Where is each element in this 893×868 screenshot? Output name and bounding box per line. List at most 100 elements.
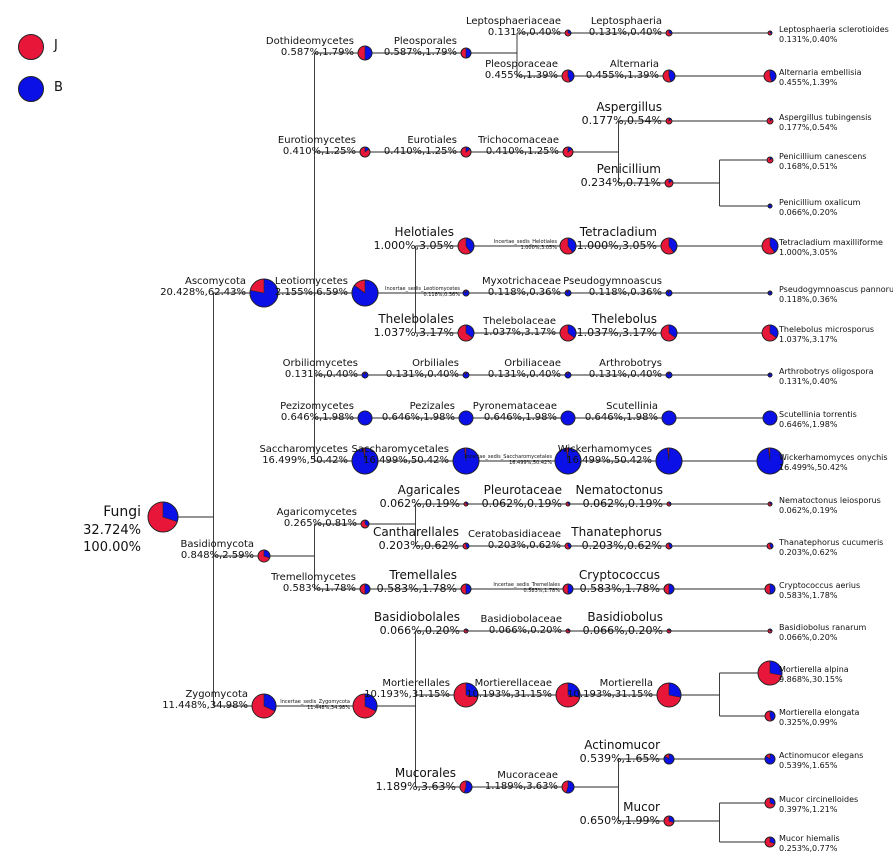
incertae_saccharomycetales-values: 16.499%,50.42% <box>509 460 552 466</box>
pezizales-pie-b <box>458 410 474 426</box>
mucoraceae-name: Mucoraceae <box>497 770 558 781</box>
basidiomycota-values: 0.848%,2.59% <box>181 550 254 561</box>
pleurotaceae-name: Pleurotaceae <box>484 483 562 497</box>
thelebolaceae-name: Thelebolaceae <box>482 316 556 327</box>
basidiobolus-values: 0.066%,0.20% <box>583 624 663 637</box>
cryptococcus-values: 0.583%,1.78% <box>580 582 660 595</box>
orbiliaceae-name: Orbiliaceae <box>504 358 561 369</box>
dothideomycetes-values: 0.587%,1.79% <box>281 47 354 58</box>
thanatephorus-values: 0.203%,0.62% <box>582 539 662 552</box>
arthrobotrys-values: 0.131%,0.40% <box>589 369 662 380</box>
thanatephorus-name: Thanatephorus <box>570 525 662 539</box>
thelebolus-values: 1.037%,3.17% <box>577 326 657 339</box>
aspergillus_sp-values: 0.177%,0.54% <box>779 123 838 132</box>
arthrobotrys_sp-values: 0.131%,0.40% <box>779 377 838 386</box>
leptosphaeria_sp-values: 0.131%,0.40% <box>779 35 838 44</box>
myxotrichaceae-values: 0.118%,0.36% <box>488 287 561 298</box>
penicillium-values: 0.234%,0.71% <box>581 176 661 189</box>
agaricales-name: Agaricales <box>398 483 460 497</box>
mucor_hie-values: 0.253%,0.77% <box>779 844 838 853</box>
penicillium-name: Penicillium <box>597 162 661 176</box>
zygomycota-values: 11.448%,34.98% <box>162 700 248 711</box>
trichocomaceae-values: 0.410%,1.25% <box>486 146 559 157</box>
pyronemataceae-pie-b <box>560 410 576 426</box>
basidiobolaceae-name: Basidiobolaceae <box>480 614 562 625</box>
thanatephorus_sp-values: 0.203%,0.62% <box>779 548 838 557</box>
tremellales-name: Tremellales <box>388 568 457 582</box>
aspergillus-name: Aspergillus <box>596 100 662 114</box>
penicillium_can-values: 0.168%,0.51% <box>779 162 838 171</box>
mucor-name: Mucor <box>623 800 660 814</box>
actinomucor-values: 0.539%,1.65% <box>580 752 660 765</box>
tremellales-pie-b <box>465 583 472 595</box>
penicillium_oxa-name: Penicillium oxalicum <box>779 198 861 207</box>
alternaria_sp-values: 0.455%,1.39% <box>779 78 838 87</box>
myxotrichaceae-name: Myxotrichaceae <box>482 276 561 287</box>
actinomucor_sp-values: 0.539%,1.65% <box>779 761 838 770</box>
wickerhamomyces-values: 16.499%,50.42% <box>566 455 652 466</box>
dothideomycetes-name: Dothideomycetes <box>266 36 354 47</box>
tetracladium_sp-name: Tetracladium maxilliforme <box>778 238 883 247</box>
fungi-value-1: 32.724% <box>83 523 141 538</box>
legend-swatch-b <box>18 76 44 102</box>
leptosphaeria-values: 0.131%,0.40% <box>589 27 662 38</box>
saccharomycetes-values: 16.499%,50.42% <box>262 455 348 466</box>
pseudogymnoascus-name: Pseudogymnoascus <box>563 276 662 287</box>
tetracladium_sp-values: 1.000%,3.05% <box>779 248 838 257</box>
thanatephorus_sp-name: Thanatephorus cucumeris <box>778 538 883 547</box>
agaricomycetes-name: Agaricomycetes <box>277 507 357 518</box>
pezizomycetes-pie-b <box>357 410 373 426</box>
pezizomycetes-values: 0.646%,1.98% <box>281 412 354 423</box>
nematoctonus-values: 0.062%,0.19% <box>583 497 663 510</box>
incertae_zygomycota-values: 11.448%,34.98% <box>307 705 350 711</box>
wickerhamomyces_sp-values: 16.499%,50.42% <box>779 463 848 472</box>
mucorales-values: 1.189%,3.63% <box>376 780 456 793</box>
pezizales-values: 0.646%,1.98% <box>382 412 455 423</box>
leptosphaeriaceae-values: 0.131%,0.40% <box>488 27 561 38</box>
mortierella-pie-b <box>668 682 682 698</box>
pleosporaceae-name: Pleosporaceae <box>485 59 558 70</box>
ceratobasidiaceae-name: Ceratobasidiaceae <box>468 529 561 540</box>
mortierella_elo-name: Mortierella elongata <box>779 708 860 717</box>
mucor_cir-name: Mucor circinelloides <box>779 795 858 804</box>
zygomycota-name: Zygomycota <box>185 689 248 700</box>
mortierella_alp-values: 9.868%,30.15% <box>779 675 843 684</box>
tetracladium-values: 1.000%,3.05% <box>577 239 657 252</box>
saccharomycetes-name: Saccharomycetes <box>259 444 348 455</box>
eurotiales-values: 0.410%,1.25% <box>384 146 457 157</box>
saccharomycetales-name: Saccharomycetales <box>352 444 449 455</box>
